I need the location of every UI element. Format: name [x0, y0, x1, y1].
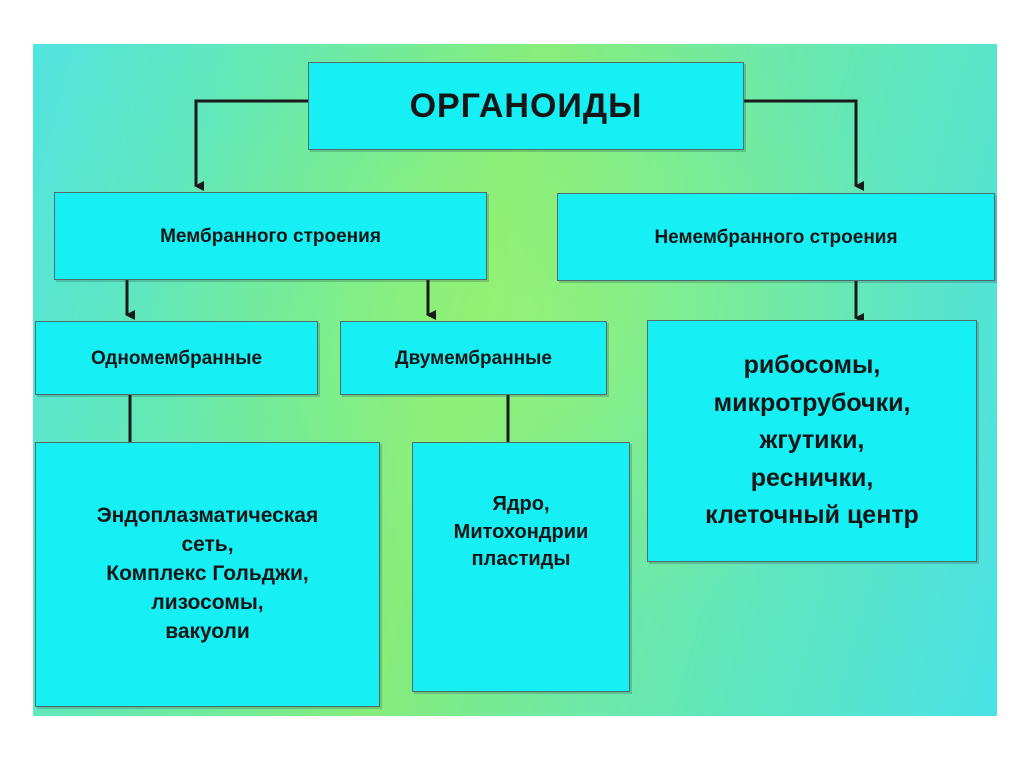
list-item: вакуоли	[165, 619, 250, 643]
double-membrane-node: Двумембранные	[340, 321, 607, 395]
list-item: клеточный центр	[705, 501, 919, 530]
list-item: Ядро,	[492, 493, 550, 515]
single-membrane-label: Одномембранные	[90, 347, 263, 369]
list-item: Эндоплазматическая	[96, 504, 319, 528]
double-membrane-label: Двумембранные	[395, 347, 552, 369]
list-item: пластиды	[471, 548, 571, 571]
list-item: Митохондрии	[453, 520, 589, 543]
membrane-label: Мембранного строения	[160, 225, 381, 247]
list-item: лизосомы,	[151, 590, 264, 614]
list-item: рибосомы,	[743, 351, 881, 380]
arrow-root-to-non-membrane	[744, 99, 864, 191]
non-membrane-label: Немембранного строения	[654, 226, 898, 248]
single-membrane-items: Эндоплазматическая сеть, Комплекс Гольдж…	[35, 442, 380, 707]
list-item: Комплекс Гольджи,	[106, 562, 309, 586]
list-item: реснички,	[750, 463, 874, 492]
root-node: ОРГАНОИДЫ	[308, 62, 744, 150]
single-membrane-node: Одномембранные	[35, 321, 318, 395]
non-membrane-node: Немембранного строения	[557, 193, 995, 281]
root-title: ОРГАНОИДЫ	[409, 87, 643, 125]
double-membrane-items: Ядро, Митохондрии пластиды	[412, 442, 630, 692]
non-membrane-items: рибосомы, микротрубочки, жгутики, реснич…	[647, 320, 977, 562]
list-item: сеть,	[181, 533, 234, 557]
arrow-root-to-membrane	[194, 99, 308, 191]
list-item: жгутики,	[759, 426, 865, 455]
membrane-node: Мембранного строения	[54, 192, 487, 280]
list-item: микротрубочки,	[713, 388, 911, 417]
